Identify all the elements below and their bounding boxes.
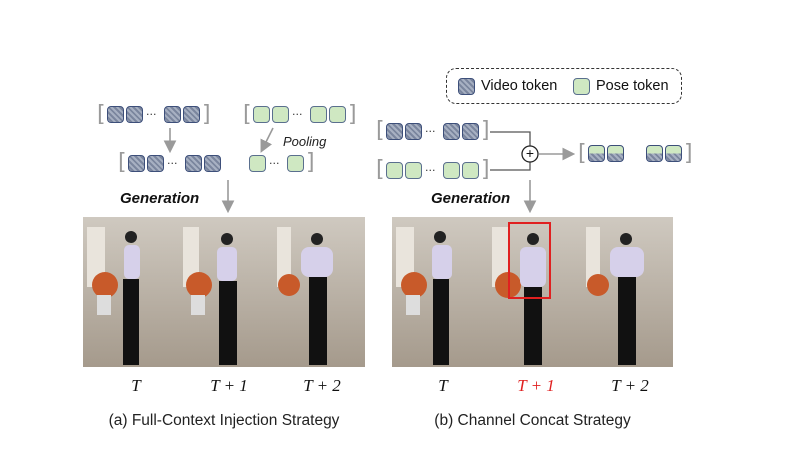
caption-right: (b) Channel Concat Strategy (434, 412, 631, 429)
ellipsis: ··· (425, 164, 436, 177)
concat-token (588, 145, 605, 162)
legend-video-label: Video token (481, 78, 558, 94)
video-token (204, 155, 221, 172)
pooling-label: Pooling (283, 134, 327, 149)
legend-pose-swatch (573, 78, 590, 95)
pose-token-pooled (249, 155, 266, 172)
video-frames-left (83, 217, 365, 367)
pose-token (310, 106, 327, 123)
pose-token (462, 162, 479, 179)
time-label-t1: T + 1 (210, 376, 248, 395)
pose-token (386, 162, 403, 179)
frame-t1 (177, 217, 271, 367)
ellipsis: ··· (425, 125, 436, 138)
highlight-box (508, 222, 551, 299)
video-token (185, 155, 202, 172)
pose-token (272, 106, 289, 123)
video-frames-right (392, 217, 673, 367)
video-token (443, 123, 460, 140)
time-label-t: T (438, 376, 448, 395)
plus-symbol: + (525, 145, 535, 161)
frame-t (392, 217, 486, 367)
video-token (183, 106, 200, 123)
time-label-t2: T + 2 (611, 376, 649, 395)
ellipsis: ··· (269, 157, 280, 170)
concat-token (665, 145, 682, 162)
frame-t1 (486, 217, 580, 367)
line-pose-to-plus (490, 162, 531, 171)
legend-video-swatch (458, 78, 475, 95)
frames-illustration-right (392, 217, 673, 367)
frame-t2 (580, 217, 673, 367)
caption-left: (a) Full-Context Injection Strategy (108, 412, 340, 429)
video-token (107, 106, 124, 123)
pose-token (443, 162, 460, 179)
plus-circle (521, 145, 539, 163)
frame-t2 (271, 217, 365, 367)
frames-illustration-left (83, 217, 365, 367)
ellipsis: ··· (146, 108, 157, 121)
ellipsis: ··· (167, 157, 178, 170)
video-token (128, 155, 145, 172)
pose-token (405, 162, 422, 179)
legend-pose-label: Pose token (596, 78, 669, 94)
time-label-t2: T + 2 (303, 376, 341, 395)
pose-token (329, 106, 346, 123)
generation-label-right: Generation (431, 190, 511, 207)
concat-token (607, 145, 624, 162)
generation-label-left: Generation (120, 190, 200, 207)
pose-token (253, 106, 270, 123)
time-label-t: T (131, 376, 141, 395)
concat-token (646, 145, 663, 162)
video-token (147, 155, 164, 172)
video-token (462, 123, 479, 140)
frame-t (83, 217, 177, 367)
pose-token-pooled (287, 155, 304, 172)
line-video-to-plus (490, 131, 531, 146)
arrow-pose-down (260, 127, 274, 153)
video-token (405, 123, 422, 140)
video-token (164, 106, 181, 123)
time-label-t1-highlight: T + 1 (517, 376, 555, 395)
ellipsis: ··· (292, 108, 303, 121)
legend-box (446, 68, 682, 104)
video-token (126, 106, 143, 123)
video-token (386, 123, 403, 140)
